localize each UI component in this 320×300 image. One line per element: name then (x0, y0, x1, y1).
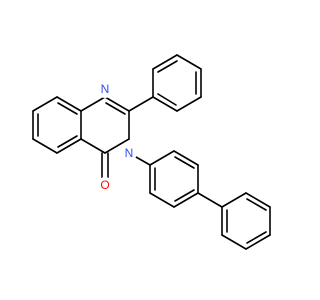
bond (176, 96, 202, 112)
bond (104, 96, 130, 112)
bond (221, 192, 247, 208)
bonds (32, 54, 271, 250)
bond (57, 135, 78, 148)
bond (80, 138, 106, 154)
molecule-structure-diagram: N N O (32, 54, 271, 250)
bond (245, 234, 271, 250)
bond (152, 54, 178, 70)
bond (104, 138, 130, 154)
bond (80, 96, 106, 112)
bond (176, 54, 202, 70)
atom-labels: N N O (97, 82, 137, 193)
bond (57, 102, 78, 115)
atom-n3: N (121, 145, 137, 161)
bond (246, 198, 267, 211)
bond (32, 96, 58, 112)
bond (157, 60, 178, 73)
bond (56, 138, 82, 154)
bond (157, 93, 177, 106)
bond (56, 96, 82, 112)
bond (32, 138, 58, 154)
bond (174, 156, 195, 169)
atom-n3-symbol: N (125, 146, 134, 160)
bond (152, 96, 178, 112)
atom-o-symbol: O (100, 178, 109, 192)
atom-n1: N (97, 82, 113, 98)
bond (173, 192, 199, 208)
bond (245, 192, 271, 208)
bond (246, 231, 267, 244)
bond (105, 102, 126, 115)
bond (173, 150, 199, 166)
bond (174, 189, 195, 202)
bond (221, 234, 247, 250)
atom-o: O (97, 177, 113, 193)
bond (149, 192, 175, 208)
atom-n1-symbol: N (101, 82, 110, 96)
bond (128, 96, 154, 112)
bond (197, 192, 223, 208)
bond (149, 150, 175, 166)
